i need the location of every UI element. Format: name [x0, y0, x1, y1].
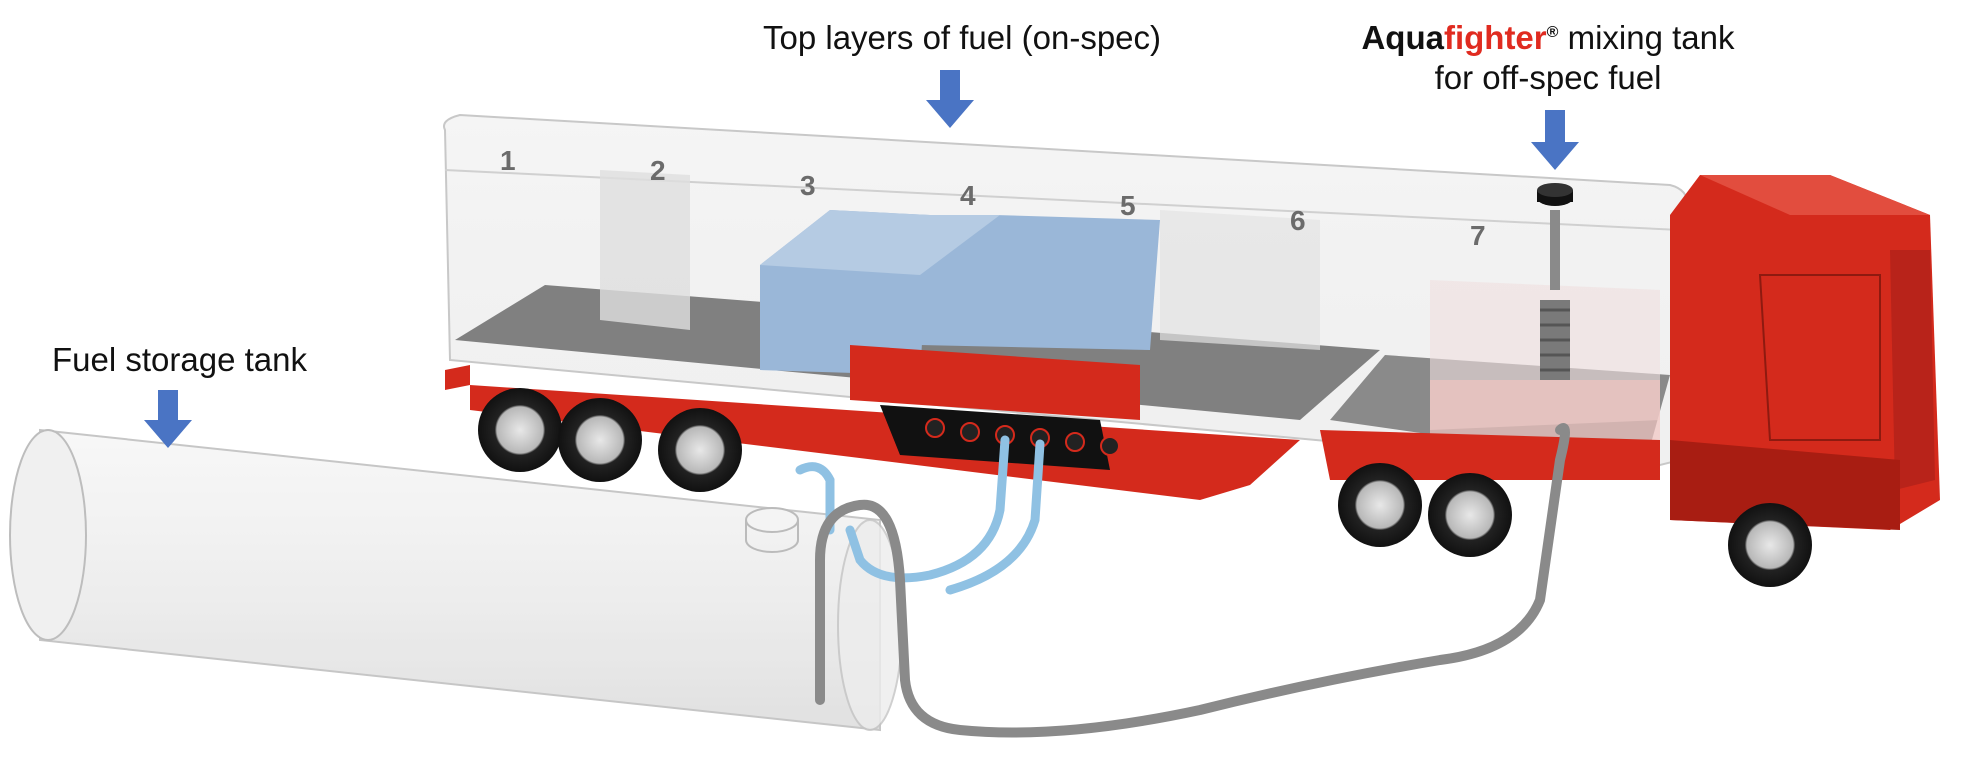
fuel-storage-tank: [9, 428, 903, 732]
truck-cab: [1670, 175, 1940, 530]
compartment-number: 4: [960, 180, 976, 211]
compartment-number: 6: [1290, 205, 1306, 236]
compartment-number: 1: [500, 145, 516, 176]
brand-name: Aquafighter®: [1361, 19, 1558, 56]
mixing-tank-line1: mixing tank: [1558, 19, 1735, 56]
top-layers-label: Top layers of fuel (on-spec): [763, 19, 1162, 56]
wheels: [478, 388, 1812, 587]
arrow-down-icon: [926, 70, 974, 128]
compartment-number: 5: [1120, 190, 1136, 221]
on-spec-fuel-layers: [760, 210, 1160, 375]
off-spec-return-hose: [815, 423, 1570, 738]
storage-tank-label: Fuel storage tank: [52, 341, 307, 378]
mixing-tank-line2: for off-spec fuel: [1434, 58, 1662, 96]
brand-prefix: Aqua: [1361, 19, 1444, 56]
compartment-number: 2: [650, 155, 666, 186]
on-spec-transfer-hoses: [795, 435, 1045, 595]
arrow-down-icon: [144, 390, 192, 448]
brand-suffix: fighter: [1443, 19, 1547, 56]
compartment-number: 3: [800, 170, 816, 201]
compartment-number: 7: [1470, 220, 1486, 251]
tanker-trailer: 1 2 3 4 5 6 7: [443, 113, 1690, 500]
valve-row: [925, 418, 1120, 456]
mixing-tank-label: Aquafighter® mixing tank for off-spec fu…: [1358, 18, 1738, 97]
arrow-down-icon: [1531, 110, 1579, 170]
registered-mark: ®: [1546, 24, 1559, 41]
